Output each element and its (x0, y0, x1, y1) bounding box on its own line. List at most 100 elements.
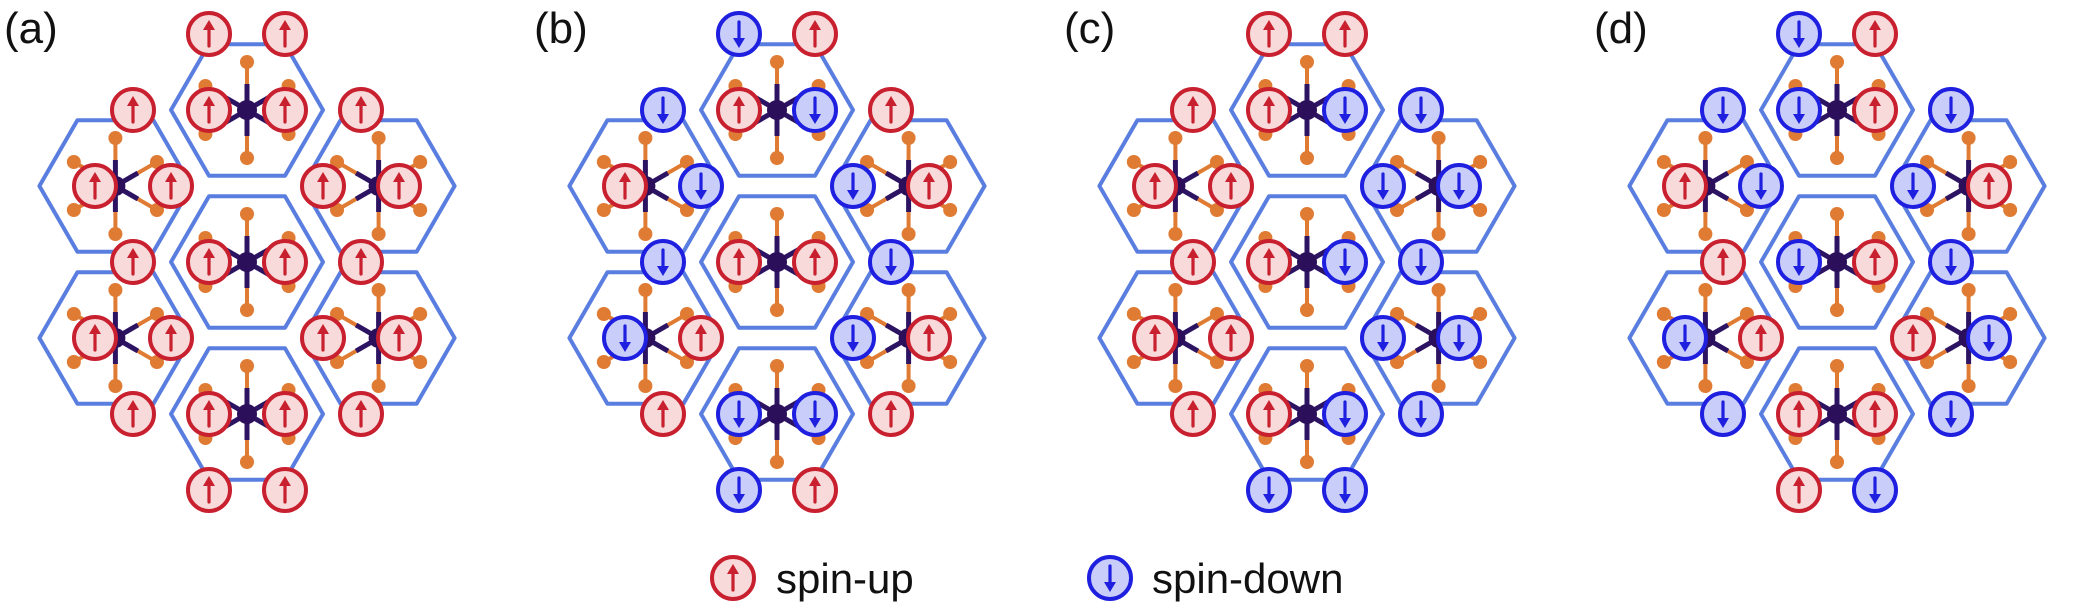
spin-up-icon (1662, 163, 1708, 209)
spin-down-icon (640, 87, 686, 133)
spin-down-icon (1322, 239, 1368, 285)
spin-down-icon (716, 391, 762, 437)
spin-down-icon (1890, 163, 1936, 209)
spin-up-icon (1776, 391, 1822, 437)
spin-up-icon (1208, 315, 1254, 361)
hexagon-cell (1229, 194, 1385, 330)
spin-up-icon (710, 555, 756, 601)
spin-up-icon (338, 391, 384, 437)
hexagon-cell (699, 194, 855, 330)
spin-up-icon (376, 315, 422, 361)
spin-sites (72, 11, 422, 513)
spin-down-icon (792, 391, 838, 437)
spin-down-icon (1436, 163, 1482, 209)
spin-up-icon (186, 239, 232, 285)
spin-up-icon (262, 87, 308, 133)
spin-down-icon (1662, 315, 1708, 361)
spin-down-icon (716, 467, 762, 513)
panel-b: (b) (534, 4, 987, 513)
spin-up-icon (1852, 87, 1898, 133)
spin-up-icon (186, 467, 232, 513)
spin-down-icon (640, 239, 686, 285)
legend-spin-up: spin-up (710, 555, 914, 602)
spin-up-icon (906, 163, 952, 209)
spin-sites (602, 11, 952, 513)
spin-down-icon (830, 315, 876, 361)
spin-up-icon (148, 315, 194, 361)
spin-up-icon (262, 467, 308, 513)
spin-down-icon (1360, 163, 1406, 209)
hexagon-cell (169, 194, 325, 330)
spin-down-icon (678, 163, 724, 209)
spin-up-icon (1132, 163, 1178, 209)
spin-up-icon (678, 315, 724, 361)
spin-up-icon (792, 467, 838, 513)
panels: (a)(b)(c)(d) (4, 4, 2047, 513)
spin-down-icon (1700, 87, 1746, 133)
legend-spin-up-label: spin-up (776, 555, 914, 602)
spin-down-icon (1966, 315, 2012, 361)
spin-down-icon (1776, 11, 1822, 57)
spin-up-icon (1246, 391, 1292, 437)
spin-up-icon (1776, 467, 1822, 513)
spin-up-icon (376, 163, 422, 209)
spin-down-icon (1322, 467, 1368, 513)
spin-up-icon (110, 87, 156, 133)
spin-down-icon (1246, 467, 1292, 513)
spin-up-icon (72, 315, 118, 361)
spin-down-icon (1700, 391, 1746, 437)
spin-up-icon (110, 391, 156, 437)
spin-down-icon (1776, 87, 1822, 133)
spin-sites (1132, 11, 1482, 513)
spin-up-icon (792, 11, 838, 57)
spin-up-icon (710, 555, 756, 601)
spin-down-icon (1360, 315, 1406, 361)
spin-down-icon (1928, 87, 1974, 133)
spin-up-icon (868, 391, 914, 437)
spin-up-icon (186, 11, 232, 57)
spin-up-icon (1966, 163, 2012, 209)
spin-up-icon (1700, 239, 1746, 285)
spin-down-icon (1398, 239, 1444, 285)
panel-label: (c) (1064, 4, 1115, 53)
spin-up-icon (338, 87, 384, 133)
spin-up-icon (72, 163, 118, 209)
legend-spin-down-label: spin-down (1152, 555, 1343, 602)
spin-up-icon (1852, 239, 1898, 285)
spin-up-icon (1132, 315, 1178, 361)
spin-up-icon (1852, 391, 1898, 437)
molecule-icon (1390, 283, 1488, 393)
spin-sites (1662, 11, 2012, 513)
legend-spin-down: spin-down (1087, 555, 1343, 602)
spin-up-icon (300, 163, 346, 209)
spin-up-icon (1170, 239, 1216, 285)
spin-down-icon (1398, 391, 1444, 437)
spin-up-icon (148, 163, 194, 209)
spin-down-icon (1738, 163, 1784, 209)
molecule-icon (330, 131, 428, 241)
spin-down-icon (1776, 239, 1822, 285)
spin-down-icon (1087, 555, 1133, 601)
spin-up-icon (1322, 11, 1368, 57)
spin-down-icon (1852, 467, 1898, 513)
spin-up-icon (1246, 87, 1292, 133)
spin-up-icon (300, 315, 346, 361)
spin-up-icon (906, 315, 952, 361)
spin-up-icon (1738, 315, 1784, 361)
spin-up-icon (338, 239, 384, 285)
spin-up-icon (110, 239, 156, 285)
panel-label: (a) (4, 4, 58, 53)
molecule-icon (1390, 131, 1488, 241)
spin-up-icon (1890, 315, 1936, 361)
spin-up-icon (640, 391, 686, 437)
spin-down-icon (716, 11, 762, 57)
spin-down-icon (1928, 391, 1974, 437)
spin-up-icon (1246, 11, 1292, 57)
spin-down-icon (1322, 391, 1368, 437)
spin-down-icon (1928, 239, 1974, 285)
spin-up-icon (1208, 163, 1254, 209)
spin-up-icon (1170, 391, 1216, 437)
spin-up-icon (262, 11, 308, 57)
spin-up-icon (186, 391, 232, 437)
